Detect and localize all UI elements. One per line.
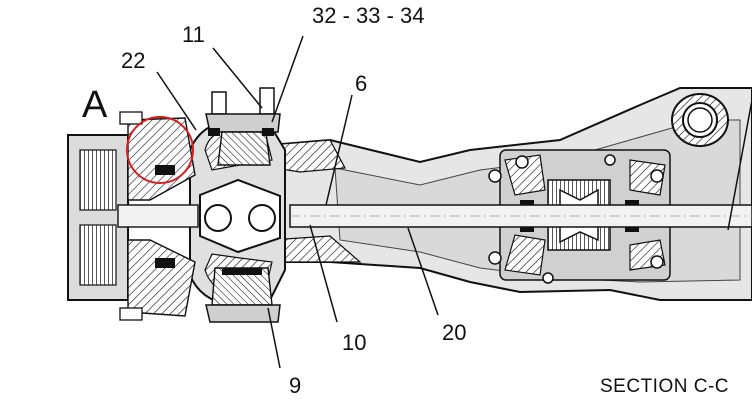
- upper-king-pin: [205, 87, 281, 166]
- section-label: SECTION C-C: [600, 376, 729, 397]
- callout-20: 20: [442, 320, 467, 345]
- wheel-hub: [67, 111, 199, 321]
- callout-9: 9: [289, 373, 302, 398]
- callout-10: 10: [342, 330, 367, 355]
- callout-11: 11: [182, 22, 205, 47]
- view-letter: A: [82, 84, 108, 126]
- leader-lines: [156, 35, 752, 369]
- callout-6: 6: [355, 71, 368, 96]
- lower-king-pin: [205, 267, 281, 323]
- callout-32-33-34: 32 - 33 - 34: [312, 3, 425, 28]
- callout-22: 22: [121, 48, 146, 73]
- mounting-eye: [671, 93, 729, 147]
- highlight-circle: [126, 116, 194, 184]
- axle-shaft: [289, 204, 752, 228]
